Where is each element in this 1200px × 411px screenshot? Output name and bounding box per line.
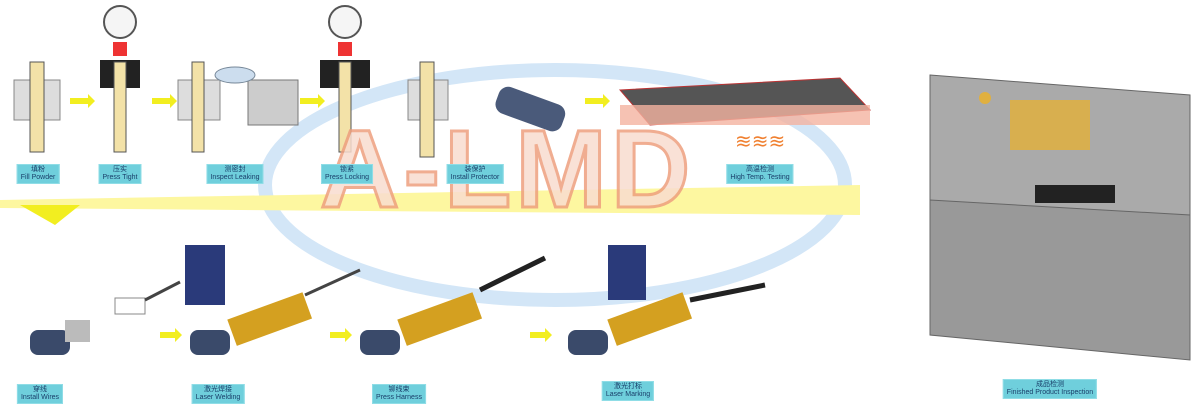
part-press-locking <box>320 5 370 153</box>
label-en: Install Protector <box>450 174 500 181</box>
sensor-press-harness <box>360 255 547 355</box>
label-cn: 测密封 <box>224 166 246 173</box>
part-test-plate: ≋≋≋ <box>618 77 872 153</box>
part-inspect-leaking <box>177 61 299 153</box>
label-cn: 填粉 <box>31 166 45 173</box>
label-en: High Temp. Testing <box>730 174 790 181</box>
label-en: Press Tight <box>102 174 138 181</box>
label-cn: 锁紧 <box>340 166 354 173</box>
sensor-install-wires <box>30 280 181 355</box>
label-en: Install Wires <box>20 394 60 401</box>
logo-ellipse <box>258 63 852 307</box>
label-cn: 压实 <box>112 166 127 173</box>
label-cn: 铆线束 <box>388 386 410 393</box>
label-cn: 穿线 <box>33 386 47 393</box>
label-cn: 高温检测 <box>746 166 774 173</box>
sensor-laser-welding <box>185 245 361 355</box>
flow-arrow-long <box>0 185 860 215</box>
label-en: Press Locking <box>325 174 369 181</box>
label-cn: 装保护 <box>464 166 486 173</box>
svg-text:≋≋≋: ≋≋≋ <box>735 131 785 153</box>
label-en: Inspect Leaking <box>210 174 260 181</box>
part-install-protector <box>407 61 566 158</box>
label-en: Laser Welding <box>195 394 241 401</box>
label-en: Laser Marking <box>605 391 651 398</box>
label-cn: 激光打标 <box>613 383 642 390</box>
watermark-logo: A-LMD <box>318 108 695 231</box>
label-en: Press Harness <box>376 394 422 401</box>
label-cn: 激光焊接 <box>204 386 232 393</box>
flow-arrows-bottom <box>160 328 552 342</box>
label-en: Finished Product Inspection <box>1006 389 1094 396</box>
flow-arrow-down <box>20 205 80 225</box>
label-cn: 成品检测 <box>1035 381 1064 388</box>
part-fill-powder <box>13 61 61 153</box>
part-press-tight <box>100 5 140 153</box>
flow-arrows-top <box>70 94 610 108</box>
label-en: Fill Powder <box>20 174 56 181</box>
finished-product-box <box>929 74 1191 361</box>
sensor-laser-marking <box>568 245 766 355</box>
